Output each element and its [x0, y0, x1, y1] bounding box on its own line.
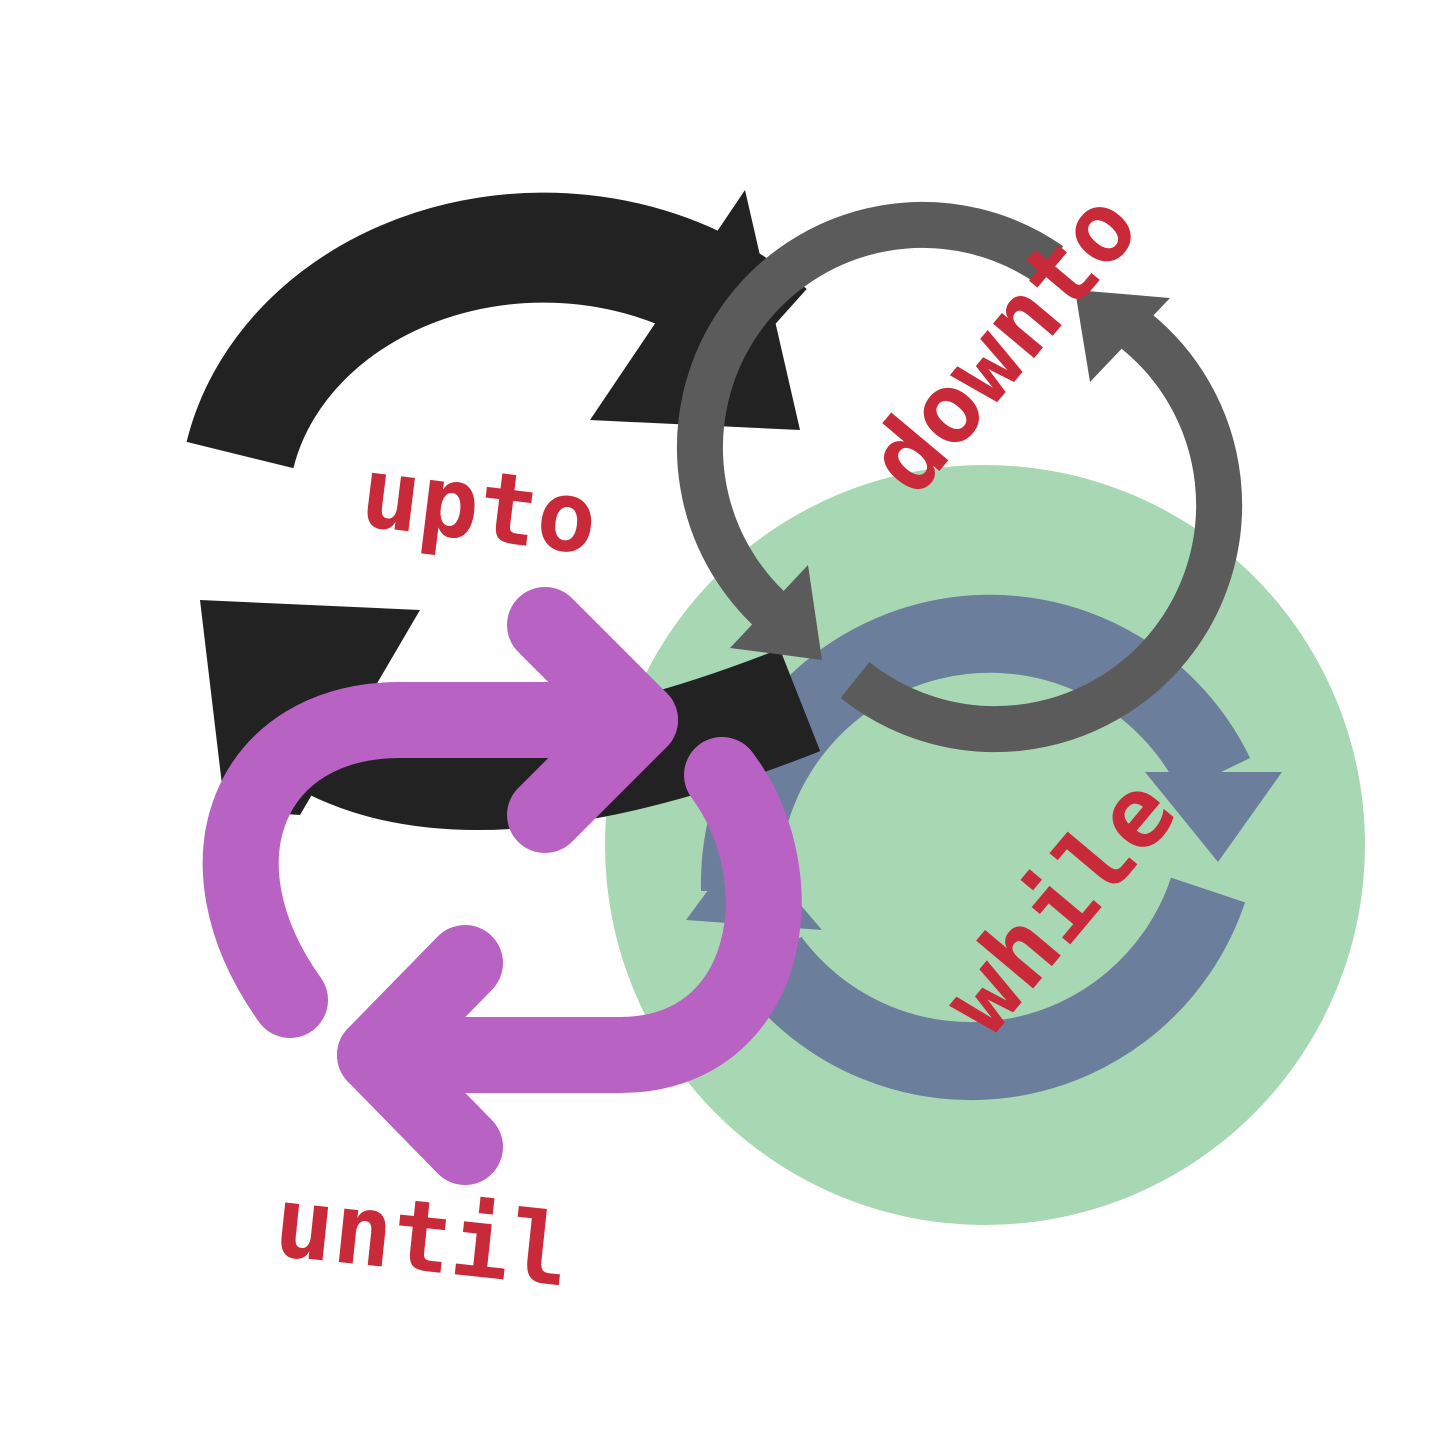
- gray-cycle-arrows-icon: [676, 201, 1243, 753]
- black-arrowhead-top: [590, 190, 800, 430]
- purple-upper-loop: [202, 682, 678, 1038]
- label-upto: upto: [355, 436, 603, 578]
- purple-repeat-arrows-icon: [202, 587, 802, 1185]
- slate-arrowhead-right: [1145, 772, 1282, 862]
- gray-arc-right: [840, 312, 1243, 753]
- slate-arc-lower: [738, 877, 1245, 1101]
- label-until: until: [269, 1165, 574, 1309]
- gray-arrowhead-bottom: [730, 565, 822, 660]
- purple-lower-loop: [337, 737, 802, 1093]
- purple-arrowhead-right: [507, 587, 678, 853]
- gray-arc-left: [676, 201, 1064, 649]
- purple-arrowhead-left: [337, 925, 503, 1185]
- gray-arrowhead-top: [1075, 290, 1170, 382]
